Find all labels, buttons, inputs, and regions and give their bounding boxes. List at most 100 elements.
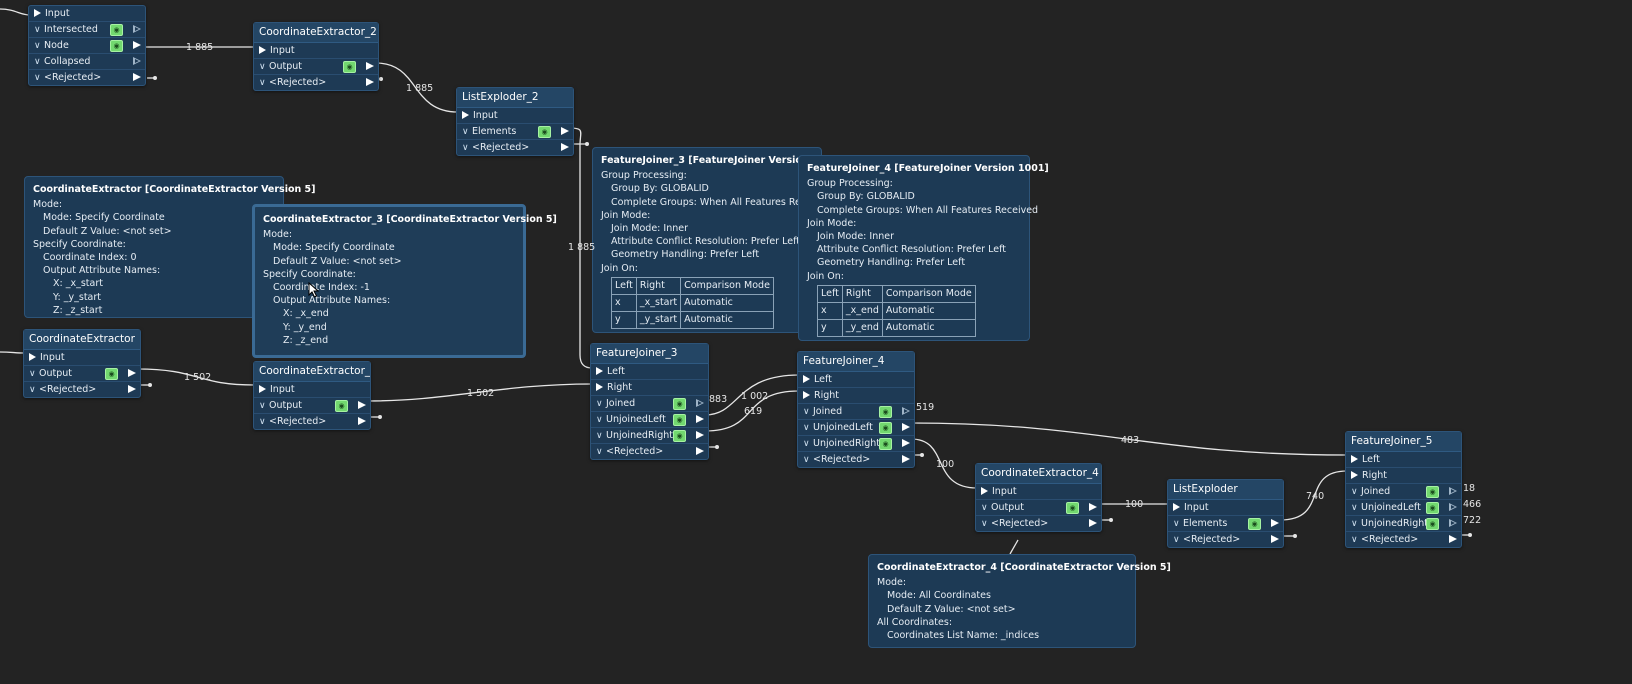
annotation-featurejoiner-4[interactable]: FeatureJoiner_4 [FeatureJoiner Version 1… [798,155,1049,341]
enabled-eye-icon[interactable]: ◉ [105,368,118,380]
enabled-eye-icon[interactable]: ◉ [538,126,551,138]
output-port-arrow-icon[interactable] [1271,519,1279,527]
output-port-arrow-icon[interactable] [1449,535,1457,543]
chevron-down-icon[interactable]: ∨ [34,57,41,67]
output-port-arrow-icon[interactable] [696,431,704,439]
enabled-eye-icon[interactable]: ◉ [673,430,686,442]
node-title[interactable]: FeatureJoiner_4 [798,352,914,372]
input-port-arrow-icon[interactable] [596,382,603,391]
output-port[interactable]: ∨UnjoinedLeft◉ [798,420,914,436]
chevron-down-icon[interactable]: ∨ [259,62,266,72]
enabled-eye-icon[interactable]: ◉ [673,414,686,426]
output-port[interactable]: ∨<Rejected> [591,444,708,459]
enabled-eye-icon[interactable]: ◉ [673,398,686,410]
input-port[interactable]: Right [591,380,708,396]
chevron-down-icon[interactable]: ∨ [803,455,810,465]
output-port[interactable]: ∨<Rejected> [457,140,573,155]
input-port-arrow-icon[interactable] [803,374,810,383]
chevron-down-icon[interactable]: ∨ [1351,487,1358,497]
enabled-eye-icon[interactable]: ◉ [1426,518,1439,530]
chevron-down-icon[interactable]: ∨ [34,25,41,35]
annotation-connector[interactable] [1009,539,1019,555]
output-port[interactable]: ∨Output◉ [254,398,370,414]
chevron-down-icon[interactable]: ∨ [803,423,810,433]
chevron-down-icon[interactable]: ∨ [596,399,603,409]
output-port[interactable]: ∨UnjoinedRight◉ [798,436,914,452]
input-port-arrow-icon[interactable] [1351,454,1358,463]
input-port[interactable]: Left [1346,452,1461,468]
chevron-down-icon[interactable]: ∨ [1173,535,1180,545]
chevron-down-icon[interactable]: ∨ [462,127,469,137]
input-port-arrow-icon[interactable] [1351,470,1358,479]
chevron-down-icon[interactable]: ∨ [34,41,41,51]
node-title[interactable]: FeatureJoiner_3 [591,344,708,364]
enabled-eye-icon[interactable]: ◉ [1426,486,1439,498]
enabled-eye-icon[interactable]: ◉ [335,400,348,412]
node-title[interactable]: CoordinateExtractor_4 [976,464,1101,484]
input-port[interactable]: Input [1168,500,1283,516]
output-port[interactable]: ∨<Rejected> [1168,532,1283,547]
input-port[interactable]: Input [457,108,573,124]
enabled-eye-icon[interactable]: ◉ [879,422,892,434]
output-port-arrow-icon[interactable] [133,73,141,81]
node-title[interactable]: FeatureJoiner_5 [1346,432,1461,452]
output-port[interactable]: ∨Elements◉ [457,124,573,140]
output-port[interactable]: ∨Joined◉ [798,404,914,420]
node-title[interactable]: CoordinateExtractor_2 [254,23,378,43]
output-port[interactable]: ∨<Rejected> [976,516,1101,531]
output-port-arrow-icon[interactable] [561,143,569,151]
output-port[interactable]: ∨Output◉ [976,500,1101,516]
annotation-coordinateextractor[interactable]: CoordinateExtractor [CoordinateExtractor… [24,176,316,318]
node-title[interactable]: ListExploder_2 [457,88,573,108]
output-port-arrow-icon[interactable] [696,399,704,407]
annotation-coordinateextractor-4[interactable]: CoordinateExtractor_4 [CoordinateExtract… [868,554,1171,648]
output-port-arrow-icon[interactable] [1449,503,1457,511]
enabled-eye-icon[interactable]: ◉ [879,406,892,418]
output-port[interactable]: ∨Joined◉ [591,396,708,412]
chevron-down-icon[interactable]: ∨ [259,417,266,427]
input-port-arrow-icon[interactable] [981,486,988,495]
chevron-down-icon[interactable]: ∨ [596,447,603,457]
annotation-featurejoiner-3[interactable]: FeatureJoiner_3 [FeatureJoiner Version 1… [592,147,822,333]
input-port-arrow-icon[interactable] [596,366,603,375]
output-port-arrow-icon[interactable] [358,417,366,425]
output-port[interactable]: ∨<Rejected> [798,452,914,467]
output-port[interactable]: ∨Elements◉ [1168,516,1283,532]
output-port-arrow-icon[interactable] [1271,535,1279,543]
output-port[interactable]: ∨UnjoinedLeft◉ [1346,500,1461,516]
chevron-down-icon[interactable]: ∨ [596,431,603,441]
chevron-down-icon[interactable]: ∨ [29,369,36,379]
connection-wire[interactable] [0,351,25,354]
output-port-arrow-icon[interactable] [1089,503,1097,511]
output-port[interactable]: ∨<Rejected> [254,75,378,90]
output-port-arrow-icon[interactable] [133,57,141,65]
output-port-arrow-icon[interactable] [133,25,141,33]
input-port[interactable]: Left [591,364,708,380]
output-port-arrow-icon[interactable] [696,415,704,423]
chevron-down-icon[interactable]: ∨ [462,143,469,153]
input-port-arrow-icon[interactable] [462,110,469,119]
chevron-down-icon[interactable]: ∨ [981,503,988,513]
input-port[interactable]: Left [798,372,914,388]
output-port[interactable]: ∨<Rejected> [1346,532,1461,547]
input-port-arrow-icon[interactable] [259,384,266,393]
chevron-down-icon[interactable]: ∨ [981,519,988,529]
output-port-arrow-icon[interactable] [128,385,136,393]
connection-wire[interactable] [0,8,31,16]
output-port-arrow-icon[interactable] [366,62,374,70]
output-port[interactable]: ∨<Rejected> [254,414,370,429]
input-port[interactable]: Input [254,382,370,398]
output-port[interactable]: ∨<Rejected> [24,382,140,397]
chevron-down-icon[interactable]: ∨ [259,78,266,88]
output-port[interactable]: ∨<Rejected> [29,70,145,85]
output-port[interactable]: ∨Output◉ [24,366,140,382]
input-port[interactable]: Right [798,388,914,404]
output-port-arrow-icon[interactable] [1449,487,1457,495]
node-title[interactable]: CoordinateExtractor [24,330,140,350]
output-port-arrow-icon[interactable] [902,455,910,463]
